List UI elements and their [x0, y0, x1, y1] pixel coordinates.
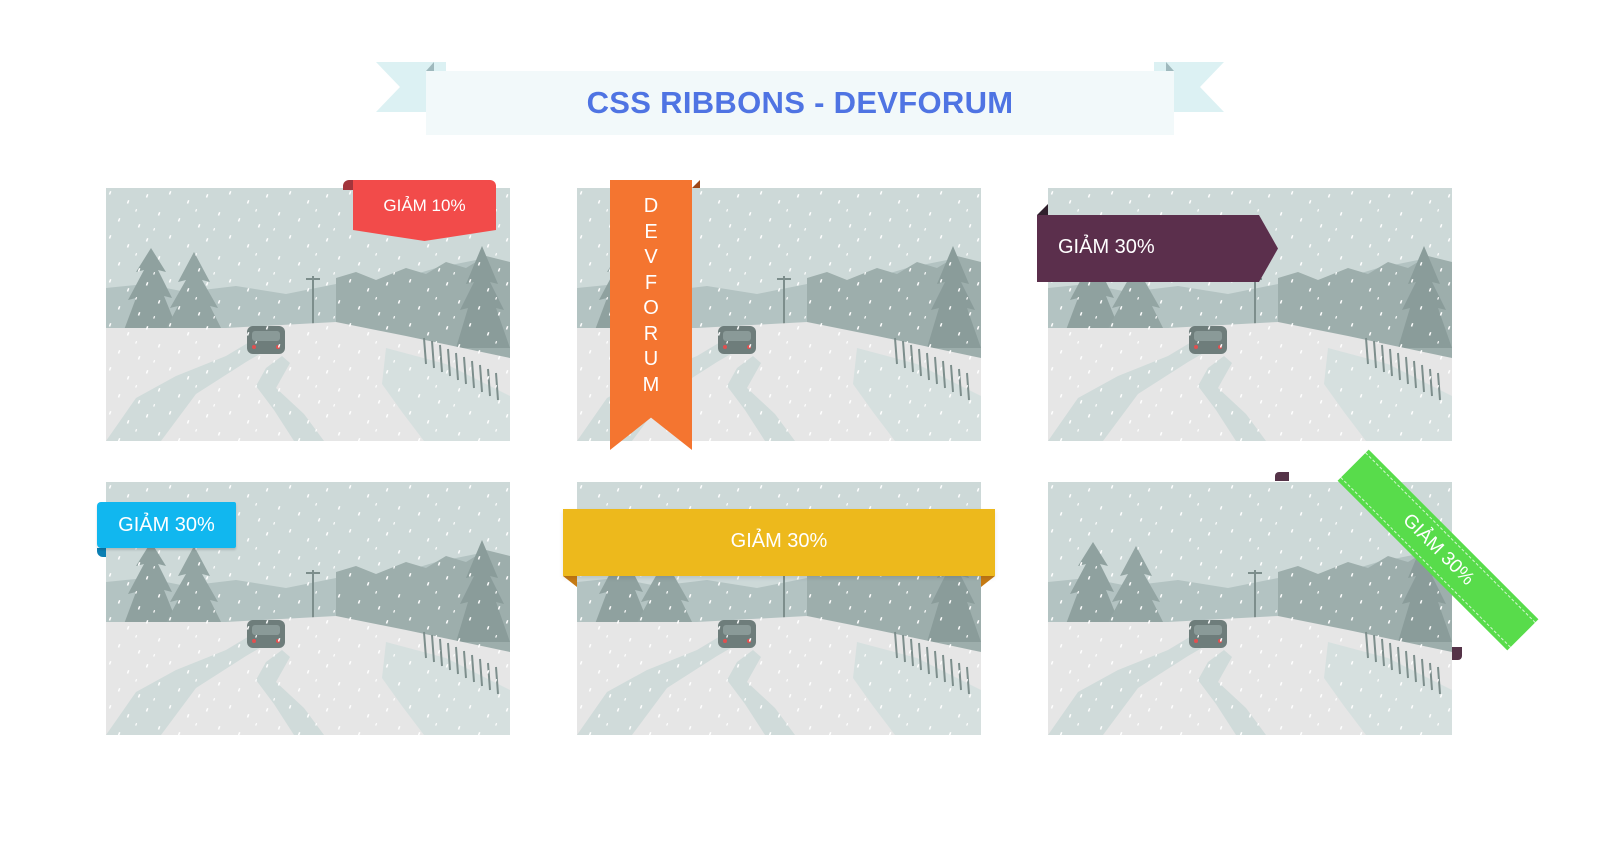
- ribbon-fold-right: [1452, 647, 1462, 660]
- ribbon-vertical-label: D E V F O R U M: [610, 194, 692, 398]
- ribbon-letter: F: [644, 271, 658, 294]
- card-3: GIẢM 30%: [1037, 187, 1453, 442]
- card-4: GIẢM 30%: [97, 481, 511, 736]
- ribbon-letter: E: [644, 220, 658, 243]
- ribbon-purple-arrow: GIẢM 30%: [1037, 204, 1278, 282]
- card-1: GIẢM 10%: [105, 180, 511, 442]
- ribbon-green-corner: GIẢM 30%: [1274, 449, 1539, 660]
- ribbon-letter: O: [643, 297, 659, 319]
- ribbon-letter: V: [644, 246, 658, 268]
- header-ribbon-fold-left: [426, 62, 434, 71]
- ribbon-label: GIẢM 30%: [730, 530, 828, 552]
- ribbon-shape: [610, 180, 692, 450]
- ribbon-shape: GIẢM 30%: [1337, 449, 1539, 651]
- card-5: GIẢM 30%: [563, 481, 995, 736]
- ribbon-letter: R: [643, 322, 659, 345]
- ribbon-yellow-band: GIẢM 30%: [563, 509, 995, 587]
- ribbon-letter: M: [642, 373, 660, 396]
- ribbon-orange-bookmark: D E V F O R U M: [610, 180, 700, 450]
- ribbon-fold: [1037, 204, 1048, 215]
- ribbon-fold-left: [563, 576, 577, 587]
- ribbon-letter: D: [643, 195, 659, 217]
- card-2: D E V F O R U M: [576, 180, 982, 450]
- ribbon-shape: [1037, 215, 1278, 282]
- ribbon-fold-top: [1275, 472, 1289, 481]
- ribbon-red-discount: GIẢM 10%: [343, 180, 496, 241]
- ribbon-shape: [97, 502, 236, 548]
- header-ribbon-fold-right: [1166, 62, 1174, 71]
- ribbon-label: GIẢM 30%: [118, 514, 215, 536]
- ribbon-shape: [563, 509, 995, 576]
- ribbon-fold: [343, 180, 357, 190]
- ribbon-fold-right: [981, 576, 995, 587]
- header-ribbon-body: CSS RIBBONS - DEVFORUM: [426, 71, 1174, 135]
- card-6: GIẢM 30%: [1047, 449, 1539, 736]
- ribbon-blue-tag: GIẢM 30%: [97, 502, 236, 557]
- ribbon-label: GIẢM 30%: [1058, 236, 1155, 258]
- ribbon-letter: U: [643, 348, 659, 370]
- ribbon-label: GIẢM 10%: [383, 196, 466, 215]
- header-ribbon: CSS RIBBONS - DEVFORUM: [376, 62, 1224, 142]
- ribbon-label: GIẢM 30%: [1398, 509, 1479, 590]
- ribbon-shape: [353, 180, 496, 241]
- ribbon-fold: [97, 548, 106, 557]
- page-title: CSS RIBBONS - DEVFORUM: [586, 85, 1014, 120]
- ribbon-fold: [692, 180, 700, 188]
